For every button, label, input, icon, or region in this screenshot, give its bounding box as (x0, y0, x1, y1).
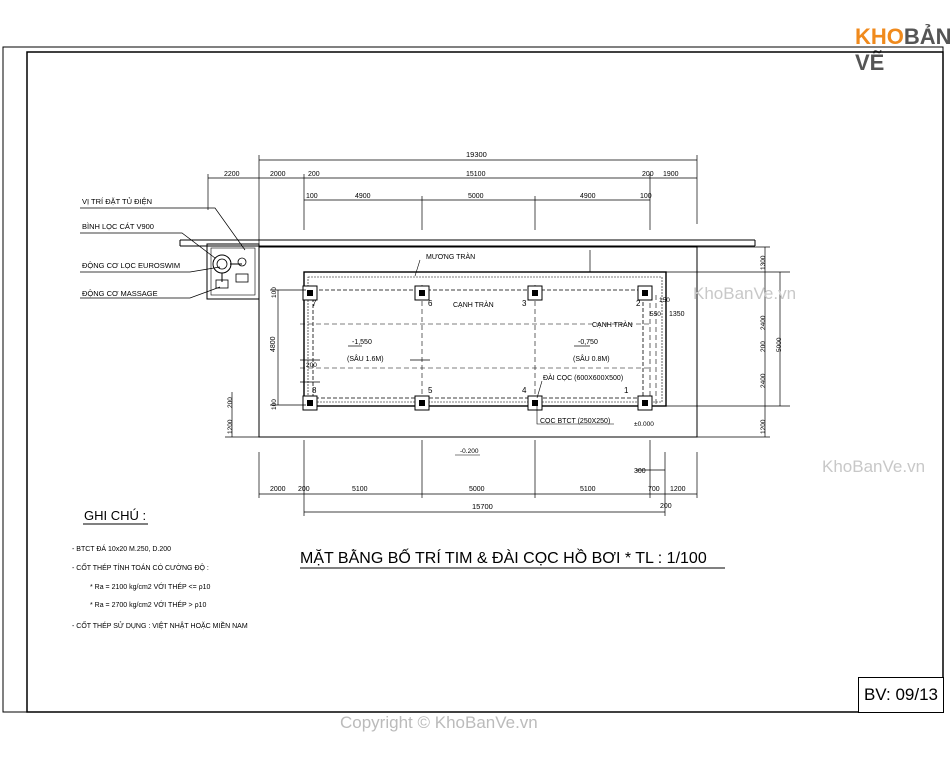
dim-top-100b: 100 (640, 193, 652, 200)
dim-top-200b: 200 (642, 171, 654, 178)
dim-bottom-700: 700 (648, 486, 660, 493)
left-dimension-lines (225, 289, 430, 438)
dim-left-100b: 100 (271, 287, 278, 298)
label-filter-motor: ĐỘNG CƠ LỌC EUROSWIM (82, 261, 180, 270)
copyright-watermark: Copyright © KhoBanVe.vn (340, 713, 538, 732)
pool-inner-wall (312, 289, 644, 399)
sheet-number: BV: 09/13 (863, 685, 939, 704)
label-depth-shallow: (SÂU 0.8M) (573, 354, 610, 363)
right-dimension-lines (560, 246, 790, 438)
watermark-upper: KhoBanVe.vn (693, 284, 797, 303)
dim-bottom-200: 200 (298, 486, 310, 493)
pile-number-2: 2 (636, 299, 641, 308)
note-item-3: * Ra = 2100 kg/cm2 VỚI THÉP <= ρ10 (90, 582, 211, 591)
watermark-lower: KhoBanVe.vn (822, 457, 926, 476)
dim-right-1300: 1300 (760, 255, 767, 270)
dim-top-5000: 5000 (468, 193, 484, 200)
dim-bottom-total: 15700 (472, 502, 493, 511)
dim-bottom-2000: 2000 (270, 486, 286, 493)
dim-left-1200: 1200 (227, 419, 234, 434)
logo-part2: BẢN VẼ (855, 24, 950, 75)
piles (307, 290, 648, 406)
dim-right-200: 200 (760, 341, 767, 352)
dim-right-1350: 1350 (669, 311, 685, 318)
dim-right-2400a: 2400 (760, 315, 767, 330)
dim-top-200a: 200 (308, 171, 320, 178)
pile-number-3: 3 (522, 299, 527, 308)
top-dimension-lines (207, 155, 698, 246)
dim-top-2200: 2200 (224, 171, 240, 178)
dim-top-4900b: 4900 (580, 193, 596, 200)
equipment-leaders (80, 207, 246, 299)
label-overflow-edge-left: CẠNH TRÀN (453, 300, 494, 309)
label-level-shallow: -0,750 (578, 339, 598, 346)
logo-part1: KHO (855, 24, 904, 49)
dim-right-550: 550 (650, 311, 661, 318)
pipe-line (179, 239, 756, 247)
site-logo: KHOBẢN VẼ (855, 24, 950, 76)
dim-right-5000: 5000 (776, 337, 783, 352)
label-overflow-edge-right: CẠNH TRÀN (592, 320, 633, 329)
pool-deck-outline (258, 246, 698, 438)
gutter-leader (414, 259, 421, 277)
dim-bottom-5000: 5000 (469, 486, 485, 493)
label-panel-location: VỊ TRÍ ĐẶT TỦ ĐIỆN (82, 197, 152, 206)
drawing-title: MẶT BẰNG BỐ TRÍ TIM & ĐÀI CỌC HỒ BƠI * T… (300, 547, 707, 567)
dim-bottom-5100b: 5100 (580, 486, 596, 493)
pile-number-7: 7 (312, 299, 317, 308)
grid-lines (300, 285, 657, 410)
pile-number-4: 4 (522, 386, 527, 395)
label-level-deep: -1,550 (352, 339, 372, 346)
dim-top-100a: 100 (306, 193, 318, 200)
note-item-2: - CỐT THÉP TÍNH TOÁN CÓ CƯỜNG ĐỘ : (72, 562, 209, 572)
bottom-dimension-lines (258, 440, 698, 516)
pile-leader (536, 406, 614, 425)
dim-bottom-5100a: 5100 (352, 486, 368, 493)
note-item-1: - BTCT ĐÁ 10x20 M.250, D.200 (72, 544, 171, 553)
dim-top-total: 19300 (466, 150, 487, 159)
dim-left-200b: 200 (227, 397, 234, 408)
dim-right-1200: 1200 (760, 419, 767, 434)
dim-bottom-end: 200 (660, 503, 672, 510)
equipment-room (206, 243, 260, 300)
dim-top-4900a: 4900 (355, 193, 371, 200)
label-massage-motor: ĐỘNG CƠ MASSAGE (82, 289, 158, 298)
label-overflow-gutter: MƯƠNG TRÀN (426, 252, 475, 261)
label-level-zero: ±0.000 (634, 421, 654, 428)
pool-outline (303, 271, 667, 407)
label-depth-deep: (SÂU 1.6M) (347, 354, 384, 363)
notes-heading: GHI CHÚ : (84, 508, 146, 523)
dim-left-4800: 4800 (270, 336, 277, 352)
dim-top-2000: 2000 (270, 171, 286, 178)
dim-left-100: 100 (271, 399, 278, 410)
dim-right-150: 150 (659, 297, 670, 304)
dim-right-2400b: 2400 (760, 373, 767, 388)
dim-top-1900: 1900 (663, 171, 679, 178)
outer-sheet-border (2, 46, 944, 713)
sheet-number-box: BV: 09/13 (858, 677, 944, 713)
label-sand-filter: BÌNH LỌC CÁT V900 (82, 222, 154, 231)
pile-cap-leader (536, 380, 543, 399)
pile-number-1: 1 (624, 386, 629, 395)
dim-left-200a: 200 (306, 362, 317, 369)
dim-top-15100: 15100 (466, 171, 486, 178)
label-pile: CỌC BTCT (250X250) (540, 418, 610, 425)
pile-number-6: 6 (428, 299, 433, 308)
inner-frame (26, 51, 944, 713)
note-item-5: - CỐT THÉP SỬ DỤNG : VIỆT NHẬT HOẶC MIỀN… (72, 620, 248, 630)
dim-bottom-1200: 1200 (670, 486, 686, 493)
dim-bottom-300: 300 (634, 468, 646, 475)
note-item-4: * Ra = 2700 kg/cm2 VỚI THÉP > ρ10 (90, 600, 206, 609)
pile-number-8: 8 (312, 386, 317, 395)
label-level-ground: -0.200 (460, 448, 479, 455)
pile-number-5: 5 (428, 386, 433, 395)
overflow-gutter (307, 276, 663, 403)
label-pile-cap: ĐÀI CỌC (600X600X500) (543, 373, 623, 382)
